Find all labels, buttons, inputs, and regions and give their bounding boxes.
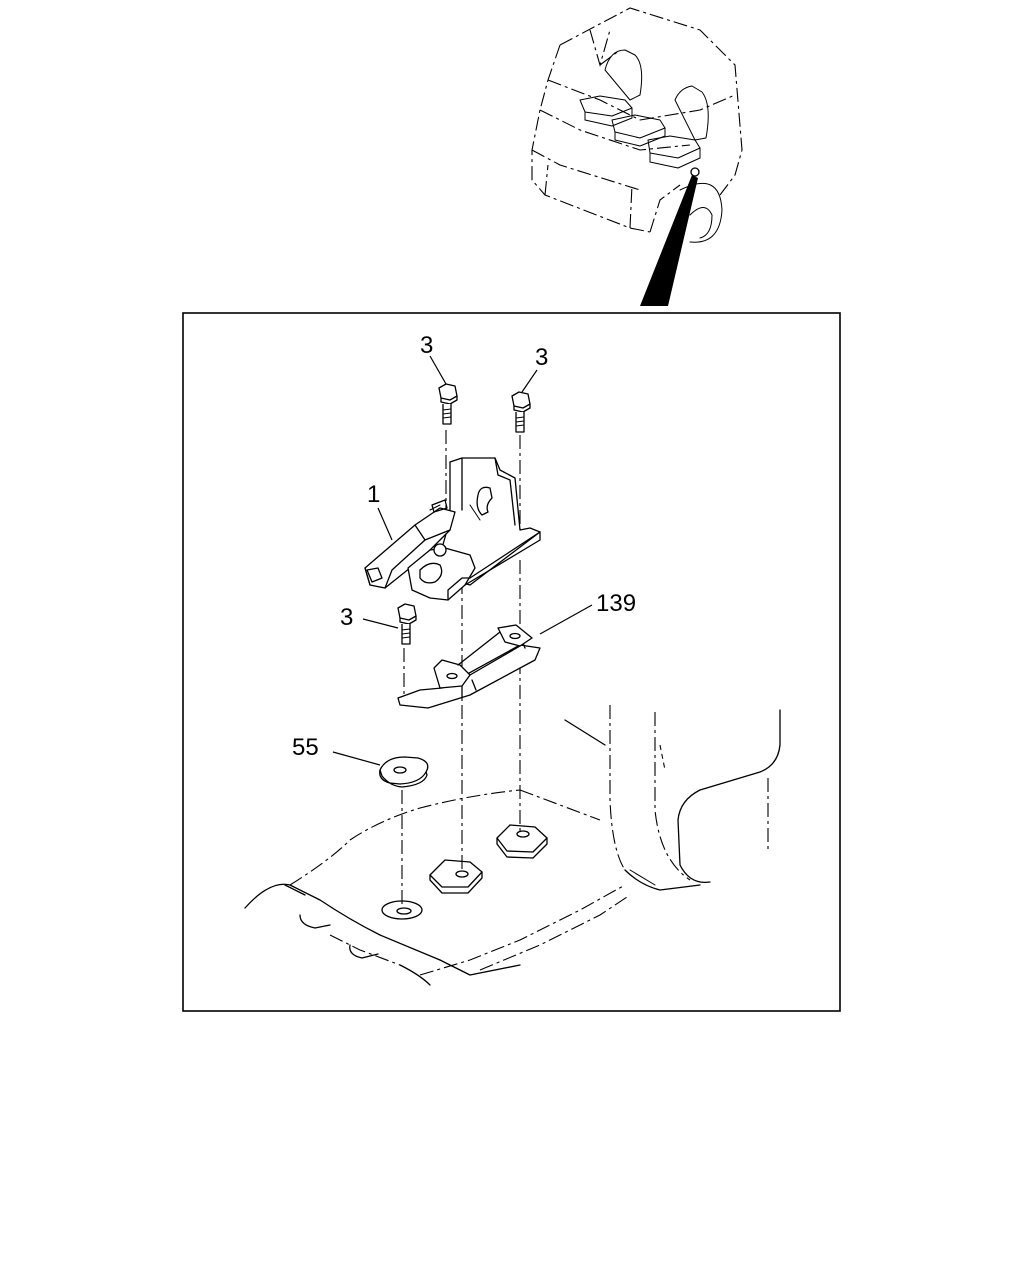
plug-part-55 [379,756,429,788]
bolt-part-3-upper-right [511,391,531,433]
detail-frame [182,312,841,1012]
callout-label-part-3-upper-right: 3 [535,344,548,371]
callout-label-part-3-lower: 3 [340,604,353,631]
floor-panel [244,705,781,986]
callout-label-part-3-upper-left: 3 [420,332,433,359]
callout-leaders [332,355,593,766]
bolt-part-3-lower [397,603,417,645]
callout-label-part-55: 55 [292,734,319,761]
cab-overview-illustration [531,7,743,306]
lever-assembly-part-1 [364,457,541,601]
bolt-part-3-upper-left [438,383,458,425]
callout-label-part-139: 139 [596,590,636,617]
assembly-center-lines [401,430,521,905]
bracket-part-139 [397,624,541,709]
callout-label-part-1: 1 [367,481,380,508]
